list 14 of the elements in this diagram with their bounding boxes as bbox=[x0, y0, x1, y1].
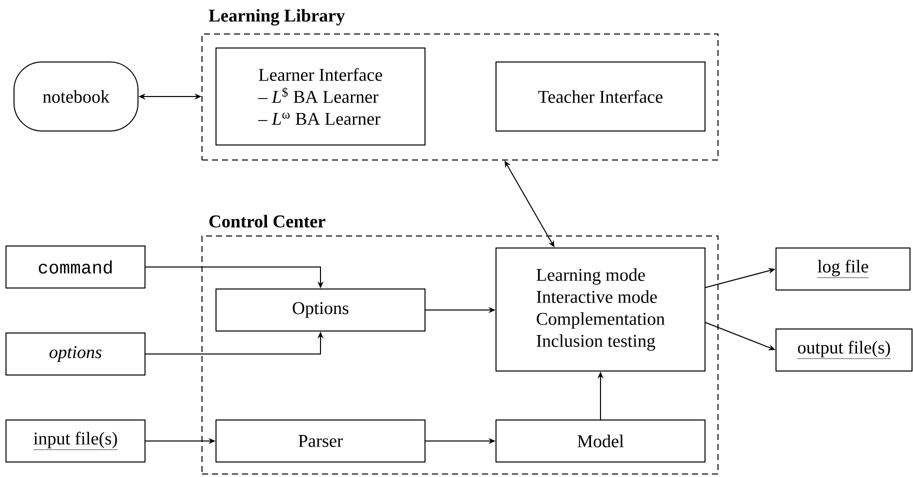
process-box: input file(s) bbox=[6, 420, 146, 462]
group-title: Control Center bbox=[209, 214, 326, 228]
process-box: log file bbox=[776, 248, 910, 290]
process-box: Parser bbox=[216, 420, 426, 462]
process-box: Learner Interface – L$^{$}$ BA Learner – L$^{ω}$ BA Learner bbox=[216, 48, 426, 146]
process-box: output file(s) bbox=[776, 328, 912, 372]
process-box: command bbox=[6, 246, 146, 288]
process-box: Teacher Interface bbox=[496, 62, 706, 132]
process-box: Learning mode Interactive mode Complementation Inclusion testing bbox=[496, 248, 706, 372]
group-title: Learning Library bbox=[208, 9, 345, 26]
rounded-box: notebook bbox=[14, 62, 138, 132]
process-box: options bbox=[6, 332, 146, 376]
process-box: Model bbox=[496, 420, 706, 462]
process-box: Options bbox=[216, 288, 426, 332]
